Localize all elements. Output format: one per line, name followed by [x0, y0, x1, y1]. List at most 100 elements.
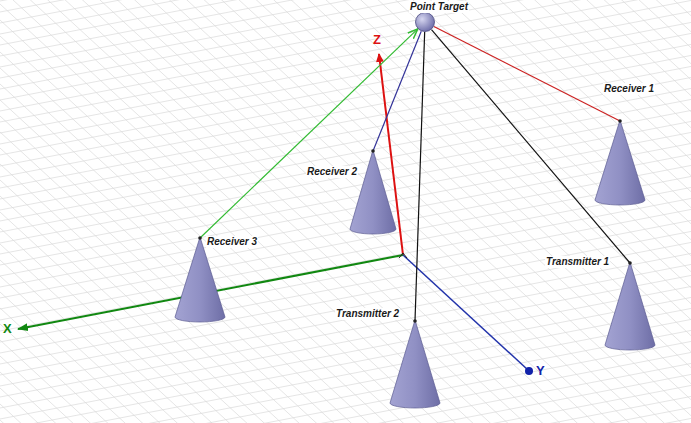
- grid-line: [0, 171, 691, 423]
- grid-line: [0, 0, 691, 73]
- grid-line: [0, 395, 691, 423]
- antenna-cone: Receiver 2: [350, 150, 396, 234]
- grid-line: [0, 0, 691, 169]
- grid-line: [0, 164, 691, 300]
- grid-line: [0, 91, 691, 423]
- part-label: Receiver 1: [603, 83, 655, 95]
- grid-line: [0, 153, 691, 289]
- grid-line: [0, 411, 691, 423]
- grid-line: [0, 0, 691, 89]
- grid-line: [0, 373, 691, 423]
- grid-line: [0, 362, 691, 423]
- grid-line: [0, 0, 691, 47]
- grid-line: [0, 43, 691, 179]
- grid-line: [0, 0, 691, 393]
- grid-line: [0, 21, 691, 157]
- grid-line: [0, 0, 691, 329]
- axis-label: X: [3, 322, 12, 336]
- grid-line: [0, 299, 691, 423]
- grid-line: [0, 267, 691, 423]
- grid-line: [0, 283, 691, 423]
- target-sphere: Point Target: [415, 12, 435, 32]
- grid-line: [0, 296, 691, 423]
- axis-label: Z: [373, 33, 381, 47]
- cone-shape: [595, 120, 645, 205]
- grid-line: [0, 230, 691, 366]
- sphere-shape: [415, 12, 435, 32]
- signal-path: [415, 32, 425, 321]
- signal-path: [431, 30, 630, 263]
- grid-line: [0, 241, 691, 377]
- grid-line: [0, 0, 691, 105]
- antenna-cone: Transmitter 1: [605, 262, 655, 350]
- grid-line: [0, 274, 691, 410]
- part-label: Point Target: [409, 1, 469, 13]
- grid-line: [0, 155, 691, 423]
- grid-line: [0, 0, 691, 297]
- grid-line: [0, 0, 691, 9]
- antenna-cone: Receiver 3: [175, 237, 225, 322]
- grid-line: [0, 347, 691, 423]
- grid-line: [0, 120, 691, 256]
- antenna-cone: Receiver 1: [595, 120, 645, 205]
- axis-label: Y: [536, 364, 545, 378]
- grid-line: [0, 0, 691, 80]
- grid-line: [0, 219, 691, 423]
- grid-line: [0, 0, 691, 361]
- grid-line: [0, 219, 691, 355]
- cone-shape: [175, 237, 225, 322]
- grid-line: [0, 0, 691, 265]
- grid-line: [0, 75, 691, 423]
- grid-line: [0, 0, 691, 41]
- grid-line: [0, 395, 691, 423]
- antenna-cone: Transmitter 2: [390, 320, 440, 408]
- grid-line: [0, 43, 691, 423]
- grid-line: [0, 0, 691, 58]
- grid-line: [0, 10, 691, 146]
- grid-line: [0, 0, 691, 124]
- grid-line: [0, 351, 691, 423]
- grid-line: [0, 235, 691, 423]
- grid-line: [0, 54, 691, 190]
- grid-line: [0, 0, 691, 201]
- grid-line: [0, 0, 691, 91]
- grid-line: [0, 131, 691, 267]
- grid-line: [0, 87, 691, 223]
- signal-path: [200, 29, 418, 238]
- grid-line: [0, 59, 691, 423]
- part-label: Receiver 2: [306, 166, 358, 178]
- grid-line: [0, 0, 691, 185]
- grid-line: [0, 331, 691, 423]
- grid-line: [0, 315, 691, 423]
- grid-line: [0, 123, 691, 423]
- grid-line: [0, 329, 691, 423]
- grid-line: [0, 0, 691, 281]
- grid-line: [0, 0, 691, 217]
- cone-shape: [605, 262, 655, 350]
- grid-line: [0, 0, 691, 137]
- grid-line: [0, 27, 691, 423]
- grid-line: [0, 203, 691, 423]
- grid-line: [0, 263, 691, 399]
- grid-line: [0, 139, 691, 423]
- part-label: Transmitter 2: [335, 308, 400, 320]
- grid-line: [0, 0, 691, 409]
- part-label: Receiver 3: [206, 236, 258, 248]
- grid-line: [0, 11, 691, 423]
- grid-line: [0, 65, 691, 201]
- cone-shape: [350, 150, 396, 234]
- grid-line: [0, 0, 691, 69]
- grid-line: [0, 107, 691, 423]
- origin-mark: [399, 253, 407, 258]
- grid-line: [0, 197, 691, 333]
- part-label: Transmitter 1: [545, 256, 610, 268]
- cone-shape: [390, 320, 440, 408]
- grid-line: [0, 406, 691, 423]
- signal-path: [434, 27, 620, 121]
- grid-line: [0, 186, 691, 322]
- grid-line: [0, 379, 691, 423]
